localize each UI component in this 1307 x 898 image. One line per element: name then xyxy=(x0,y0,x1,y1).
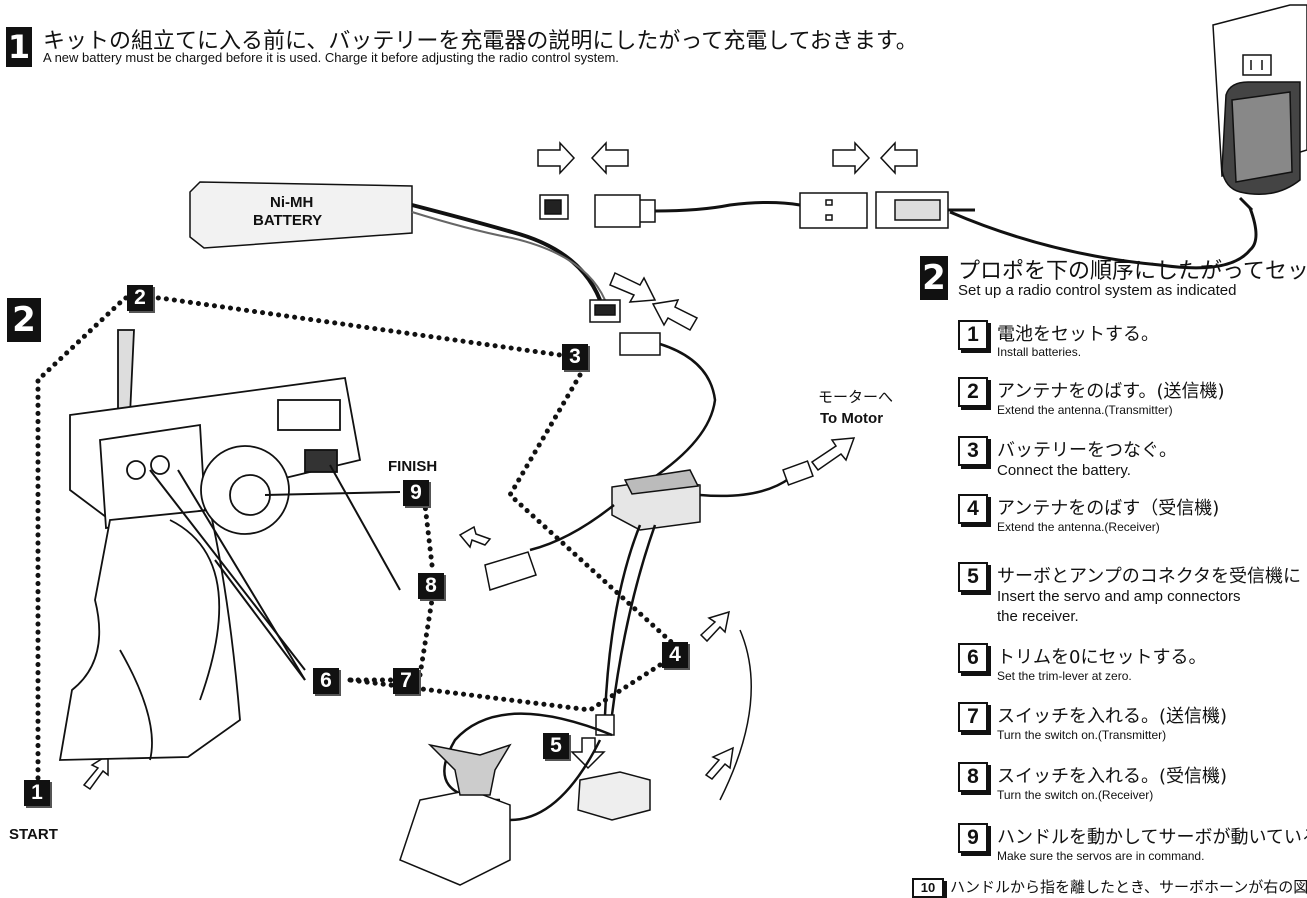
instruction-4-number: 4 xyxy=(958,494,988,524)
seq-8: 8 xyxy=(418,573,444,599)
step1-title-ja: キットの組立てに入る前に、バッテリーを充電器の説明にしたがって充電しておきます。 xyxy=(43,29,918,54)
instruction-5-ja: サーボとアンプのコネクタを受信機に xyxy=(997,566,1302,587)
seq-2: 2 xyxy=(127,285,153,311)
charge-lead xyxy=(594,191,975,229)
instruction-3-number: 3 xyxy=(958,436,988,466)
instruction-7-number: 7 xyxy=(958,702,988,732)
instruction-1-number: 1 xyxy=(958,320,988,350)
seq-5: 5 xyxy=(543,733,569,759)
seq-9: 9 xyxy=(403,480,429,506)
instruction-10-ja: ハンドルから指を離したとき、サーボホーンが右の図のよ xyxy=(950,878,1307,896)
electronics-illustration xyxy=(399,332,814,886)
step1-badge: 1 xyxy=(6,27,32,67)
step2-title-en: Set up a radio control system as indicat… xyxy=(958,282,1237,299)
instruction-9-number: 9 xyxy=(958,823,988,853)
start-label: START xyxy=(9,826,58,843)
sequence-path xyxy=(35,295,683,781)
battery-pack xyxy=(189,181,621,323)
instruction-2-number: 2 xyxy=(958,377,988,407)
motor-label-ja: モーターへ xyxy=(818,388,894,406)
instruction-3-en: Connect the battery. xyxy=(997,462,1131,479)
diagram-step2-badge: 2 xyxy=(7,298,41,342)
battery-label-2: BATTERY xyxy=(253,212,323,229)
seq-7: 7 xyxy=(393,668,419,694)
seq-1: 1 xyxy=(24,780,50,806)
instruction-8-ja: スイッチを入れる。(受信機) xyxy=(997,766,1228,787)
instruction-2-ja: アンテナをのばす。(送信機) xyxy=(997,381,1225,402)
step2-title-ja: プロポを下の順序にしたがってセット xyxy=(958,259,1307,284)
instruction-10-number: 10 xyxy=(912,878,944,898)
leader-lines xyxy=(149,464,401,681)
transmitter-illustration xyxy=(58,329,362,761)
connect-arrows xyxy=(537,141,918,175)
instruction-7-en: Turn the switch on.(Transmitter) xyxy=(997,728,1167,742)
instruction-4-ja: アンテナをのばす（受信機) xyxy=(997,498,1220,519)
instruction-8-number: 8 xyxy=(958,762,988,792)
instruction-9-en: Make sure the servos are in command. xyxy=(997,849,1205,863)
instruction-5-en2: the receiver. xyxy=(997,608,1079,625)
finish-label: FINISH xyxy=(388,458,438,475)
instruction-6-number: 6 xyxy=(958,643,988,673)
instruction-4-en: Extend the antenna.(Receiver) xyxy=(997,520,1160,534)
step2-badge: 2 xyxy=(920,256,948,300)
instruction-1-ja: 電池をセットする。 xyxy=(997,324,1159,345)
instruction-6-en: Set the trim-lever at zero. xyxy=(997,669,1132,683)
instruction-3-ja: バッテリーをつなぐ。 xyxy=(997,440,1177,461)
seq-3: 3 xyxy=(562,344,588,370)
instruction-2-en: Extend the antenna.(Transmitter) xyxy=(997,403,1173,417)
step1-title-en: A new battery must be charged before it … xyxy=(43,50,619,65)
battery-label-1: Ni-MH xyxy=(270,194,314,211)
instruction-5-number: 5 xyxy=(958,562,988,592)
seq-6: 6 xyxy=(313,668,339,694)
instruction-8-en: Turn the switch on.(Receiver) xyxy=(997,788,1154,802)
seq-4: 4 xyxy=(662,642,688,668)
instruction-7-ja: スイッチを入れる。(送信機) xyxy=(997,706,1228,727)
instruction-5-en: Insert the servo and amp connectors xyxy=(997,588,1241,605)
wall-charger-illustration xyxy=(949,4,1307,270)
motor-label-en: To Motor xyxy=(820,410,884,427)
instruction-9-ja: ハンドルを動かしてサーボが動いているか xyxy=(997,827,1307,848)
instruction-6-ja: トリムを0にセットする。 xyxy=(997,647,1207,668)
small-arrows xyxy=(82,271,856,791)
instruction-1-en: Install batteries. xyxy=(997,345,1082,359)
